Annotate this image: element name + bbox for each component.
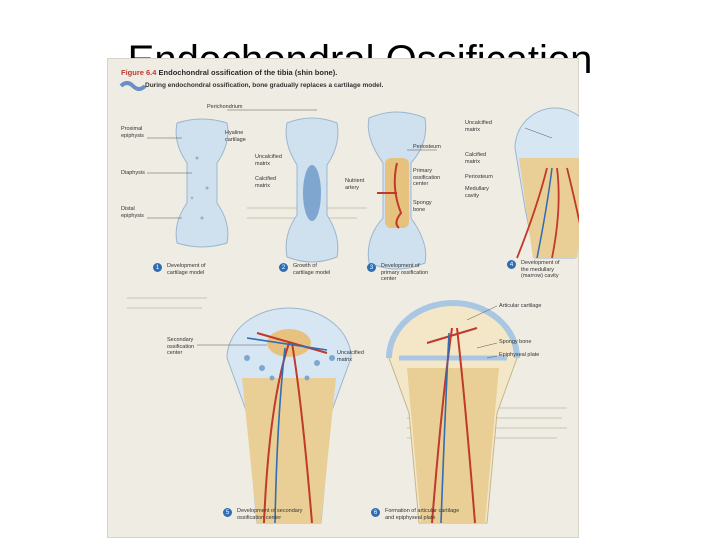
label-uncalcified-matrix-5: Uncalcified matrix: [337, 350, 364, 363]
step-4: 4 Development of the medullary (marrow) …: [507, 260, 560, 280]
label-distal-epiphysis: Distal epiphysis: [121, 206, 144, 219]
step-caption: Development of secondary ossification ce…: [237, 508, 302, 521]
label-spongy-bone-3: Spongy bone: [413, 200, 432, 213]
figure-number: Figure 6.4: [121, 68, 156, 77]
textbook-figure-photo: Figure 6.4 Endochondral ossification of …: [107, 58, 579, 538]
label-diaphysis: Diaphysis: [121, 170, 145, 177]
cartilage-model-1: [176, 119, 228, 247]
bone-illustrations: [107, 58, 579, 538]
figure-subheading: During endochondral ossification, bone g…: [145, 82, 383, 89]
medullary-cavity-4: [519, 158, 579, 258]
label-articular-cartilage: Articular cartilage: [499, 303, 542, 310]
step-caption: Growth of cartilage model: [293, 263, 330, 276]
spongy-bone-5: [242, 378, 336, 523]
label-periosteum-3: Periosteum: [413, 144, 441, 151]
label-epiphyseal-plate: Epiphyseal plate: [499, 352, 539, 359]
step-badge: 5: [223, 508, 232, 517]
spongy-bone-6: [407, 368, 499, 523]
step-caption: Formation of articular cartilage and epi…: [385, 508, 459, 521]
label-uncalcified-matrix-2: Uncalcified matrix: [255, 154, 282, 167]
bone-icon: [121, 83, 145, 89]
label-calcified-matrix-2: Calcified matrix: [255, 176, 276, 189]
step-badge: 3: [367, 263, 376, 272]
label-calcified-matrix-4: Calcified matrix: [465, 152, 486, 165]
calcified-matrix-2: [303, 165, 321, 221]
label-medullary-cavity: Medullary cavity: [465, 186, 489, 199]
step-caption: Development of primary ossification cent…: [381, 263, 428, 283]
label-nutrient-artery: Nutrient artery: [345, 178, 364, 191]
figure-heading: Figure 6.4 Endochondral ossification of …: [121, 68, 337, 77]
step-caption: Development of the medullary (marrow) ca…: [521, 260, 560, 280]
label-primary-center: Primary ossification center: [413, 168, 440, 188]
step-3: 3 Development of primary ossification ce…: [367, 263, 428, 283]
step-5: 5 Development of secondary ossification …: [223, 508, 302, 521]
label-secondary-center: Secondary ossification center: [167, 337, 194, 357]
step-badge: 2: [279, 263, 288, 272]
label-uncalcified-matrix-4: Uncalcified matrix: [465, 120, 492, 133]
label-periosteum-4: Periosteum: [465, 174, 493, 181]
label-perichondrium: Perichondrium: [207, 104, 242, 111]
step-6: 6 Formation of articular cartilage and e…: [371, 508, 459, 521]
step-badge: 1: [153, 263, 162, 272]
step-badge: 4: [507, 260, 516, 269]
step-1: 1 Development of cartilage model: [153, 263, 206, 276]
label-spongy-bone-6: Spongy bone: [499, 339, 531, 346]
label-proximal-epiphysis: Proximal epiphysis: [121, 126, 144, 139]
step-2: 2 Growth of cartilage model: [279, 263, 330, 276]
step-caption: Development of cartilage model: [167, 263, 206, 276]
step-badge: 6: [371, 508, 380, 517]
figure-heading-text: Endochondral ossification of the tibia (…: [159, 68, 338, 77]
label-hyaline-cartilage: Hyaline cartilage: [225, 130, 246, 143]
